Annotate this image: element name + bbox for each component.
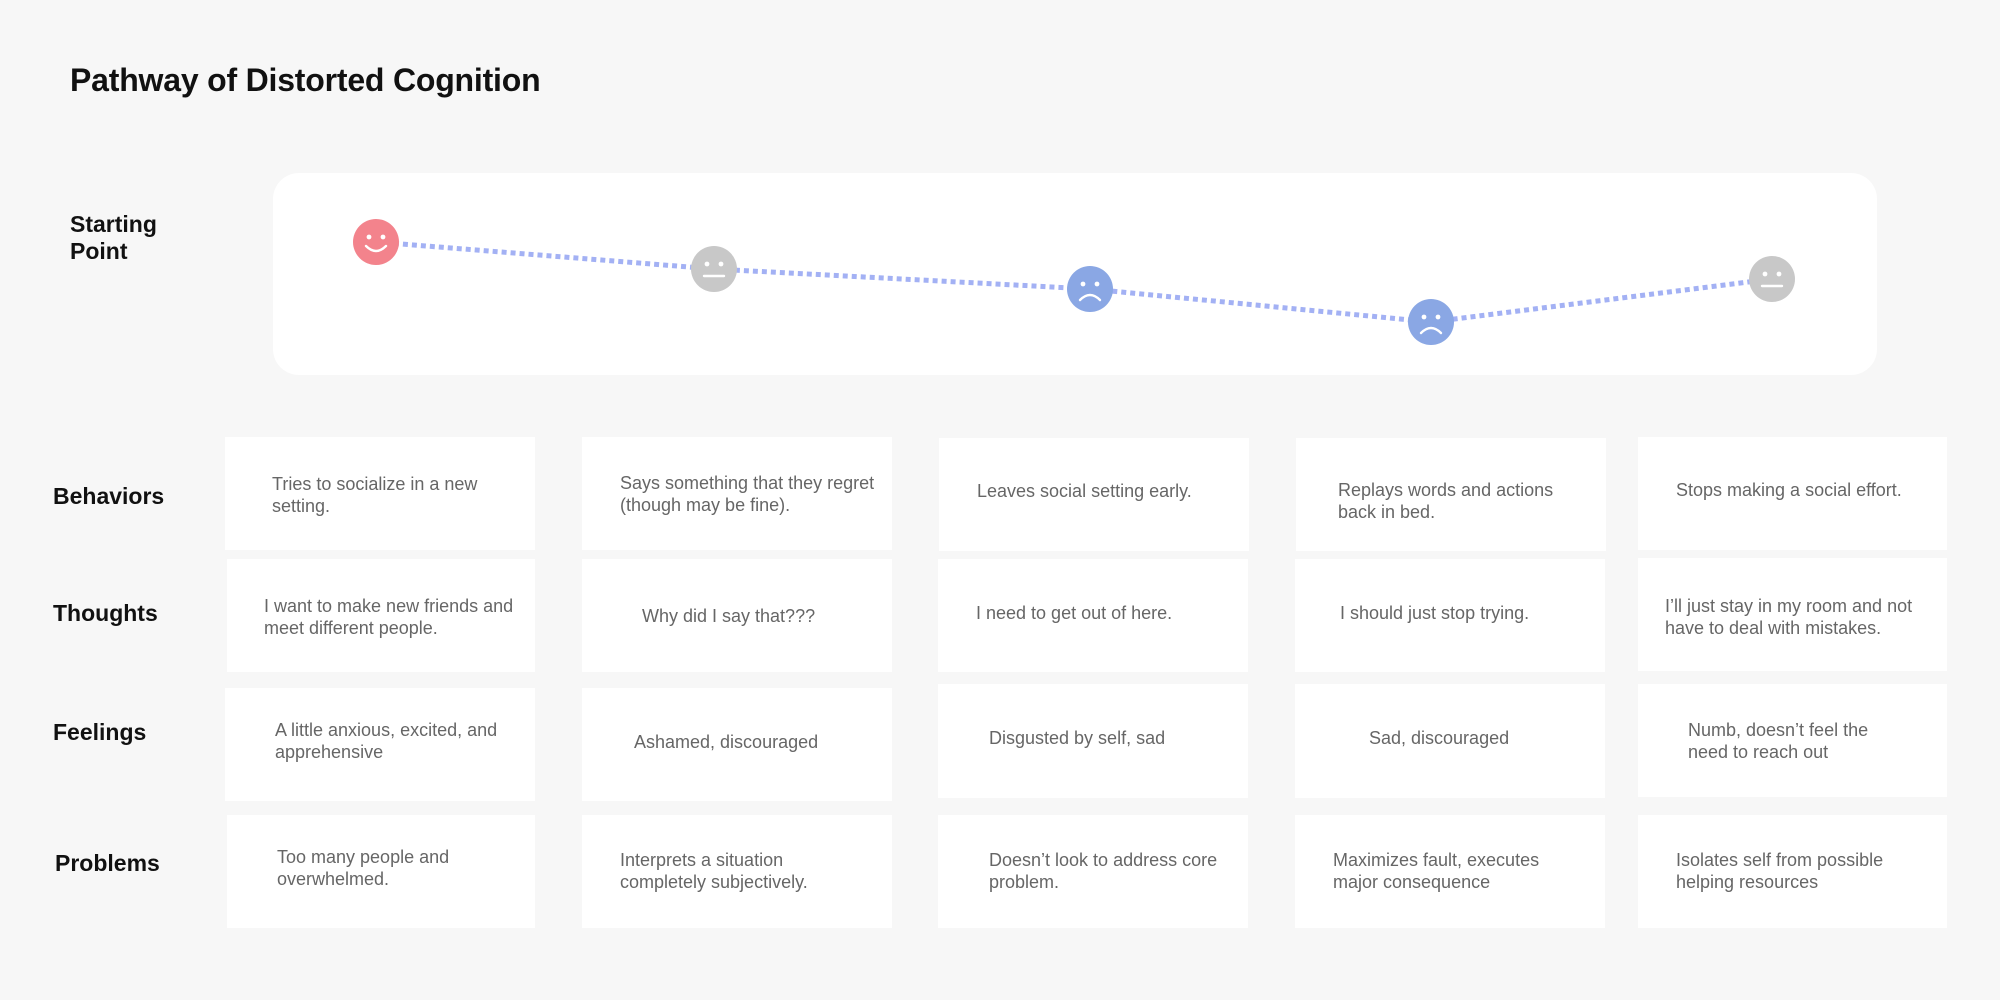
row-label-behaviors: Behaviors — [53, 483, 165, 509]
problem-card: Too many people and overwhelmed. — [227, 815, 535, 928]
behavior-card: Replays words and actions back in bed. — [1296, 438, 1606, 551]
problem-text: Interprets a situation completely subjec… — [620, 850, 808, 892]
behavior-text: Tries to socialize in a new setting. — [272, 474, 478, 516]
thought-text: I need to get out of here. — [976, 603, 1173, 623]
feeling-card: Disgusted by self, sad — [938, 684, 1248, 798]
starting-point-label: Starting Point — [70, 211, 157, 264]
problem-text: Too many people and overwhelmed. — [277, 847, 450, 889]
thought-text: Why did I say that??? — [642, 606, 816, 626]
behavior-text: Replays words and actions back in bed. — [1338, 480, 1554, 522]
row-label-feelings: Feelings — [53, 719, 147, 745]
thought-card: Why did I say that??? — [582, 559, 892, 672]
problem-text: Isolates self from possible helping reso… — [1676, 850, 1884, 892]
behavior-card: Says something that they regret (though … — [582, 437, 892, 550]
behavior-card: Leaves social setting early. — [939, 438, 1249, 551]
thought-card: I want to make new friends and meet diff… — [227, 559, 535, 672]
feeling-card: Numb, doesn’t feel the need to reach out — [1638, 684, 1947, 797]
problem-card: Interprets a situation completely subjec… — [582, 815, 892, 928]
problem-text: Maximizes fault, executes major conseque… — [1333, 850, 1540, 892]
behavior-text: Says something that they regret (though … — [620, 473, 875, 515]
behavior-text: Leaves social setting early. — [977, 481, 1192, 501]
thought-card: I should just stop trying. — [1295, 559, 1605, 672]
row-label-thoughts: Thoughts — [53, 600, 158, 626]
feeling-text: Numb, doesn’t feel the need to reach out — [1688, 720, 1869, 762]
page-title: Pathway of Distorted Cognition — [70, 62, 541, 98]
behavior-text: Stops making a social effort. — [1676, 480, 1902, 500]
thought-text: I want to make new friends and meet diff… — [264, 596, 514, 638]
problem-text: Doesn’t look to address core problem. — [989, 850, 1218, 892]
emotion-journey-panel — [273, 173, 1877, 375]
thought-text: I’ll just stay in my room and not have t… — [1665, 596, 1913, 638]
feeling-card: Sad, discouraged — [1295, 684, 1605, 798]
problem-card: Doesn’t look to address core problem. — [938, 815, 1248, 928]
problem-card: Isolates self from possible helping reso… — [1638, 815, 1947, 928]
problem-card: Maximizes fault, executes major conseque… — [1295, 815, 1605, 928]
feeling-text: Sad, discouraged — [1369, 728, 1510, 748]
feeling-text: A little anxious, excited, and apprehens… — [275, 720, 498, 762]
feeling-text: Ashamed, discouraged — [634, 732, 819, 752]
thought-card: I’ll just stay in my room and not have t… — [1638, 558, 1947, 671]
row-label-problems: Problems — [55, 850, 160, 876]
behavior-card: Tries to socialize in a new setting. — [225, 437, 535, 550]
feeling-card: A little anxious, excited, and apprehens… — [225, 688, 535, 801]
thought-card: I need to get out of here. — [938, 559, 1248, 672]
feeling-text: Disgusted by self, sad — [989, 728, 1166, 748]
thought-text: I should just stop trying. — [1340, 603, 1530, 623]
feeling-card: Ashamed, discouraged — [582, 688, 892, 801]
behavior-card: Stops making a social effort. — [1638, 437, 1947, 550]
